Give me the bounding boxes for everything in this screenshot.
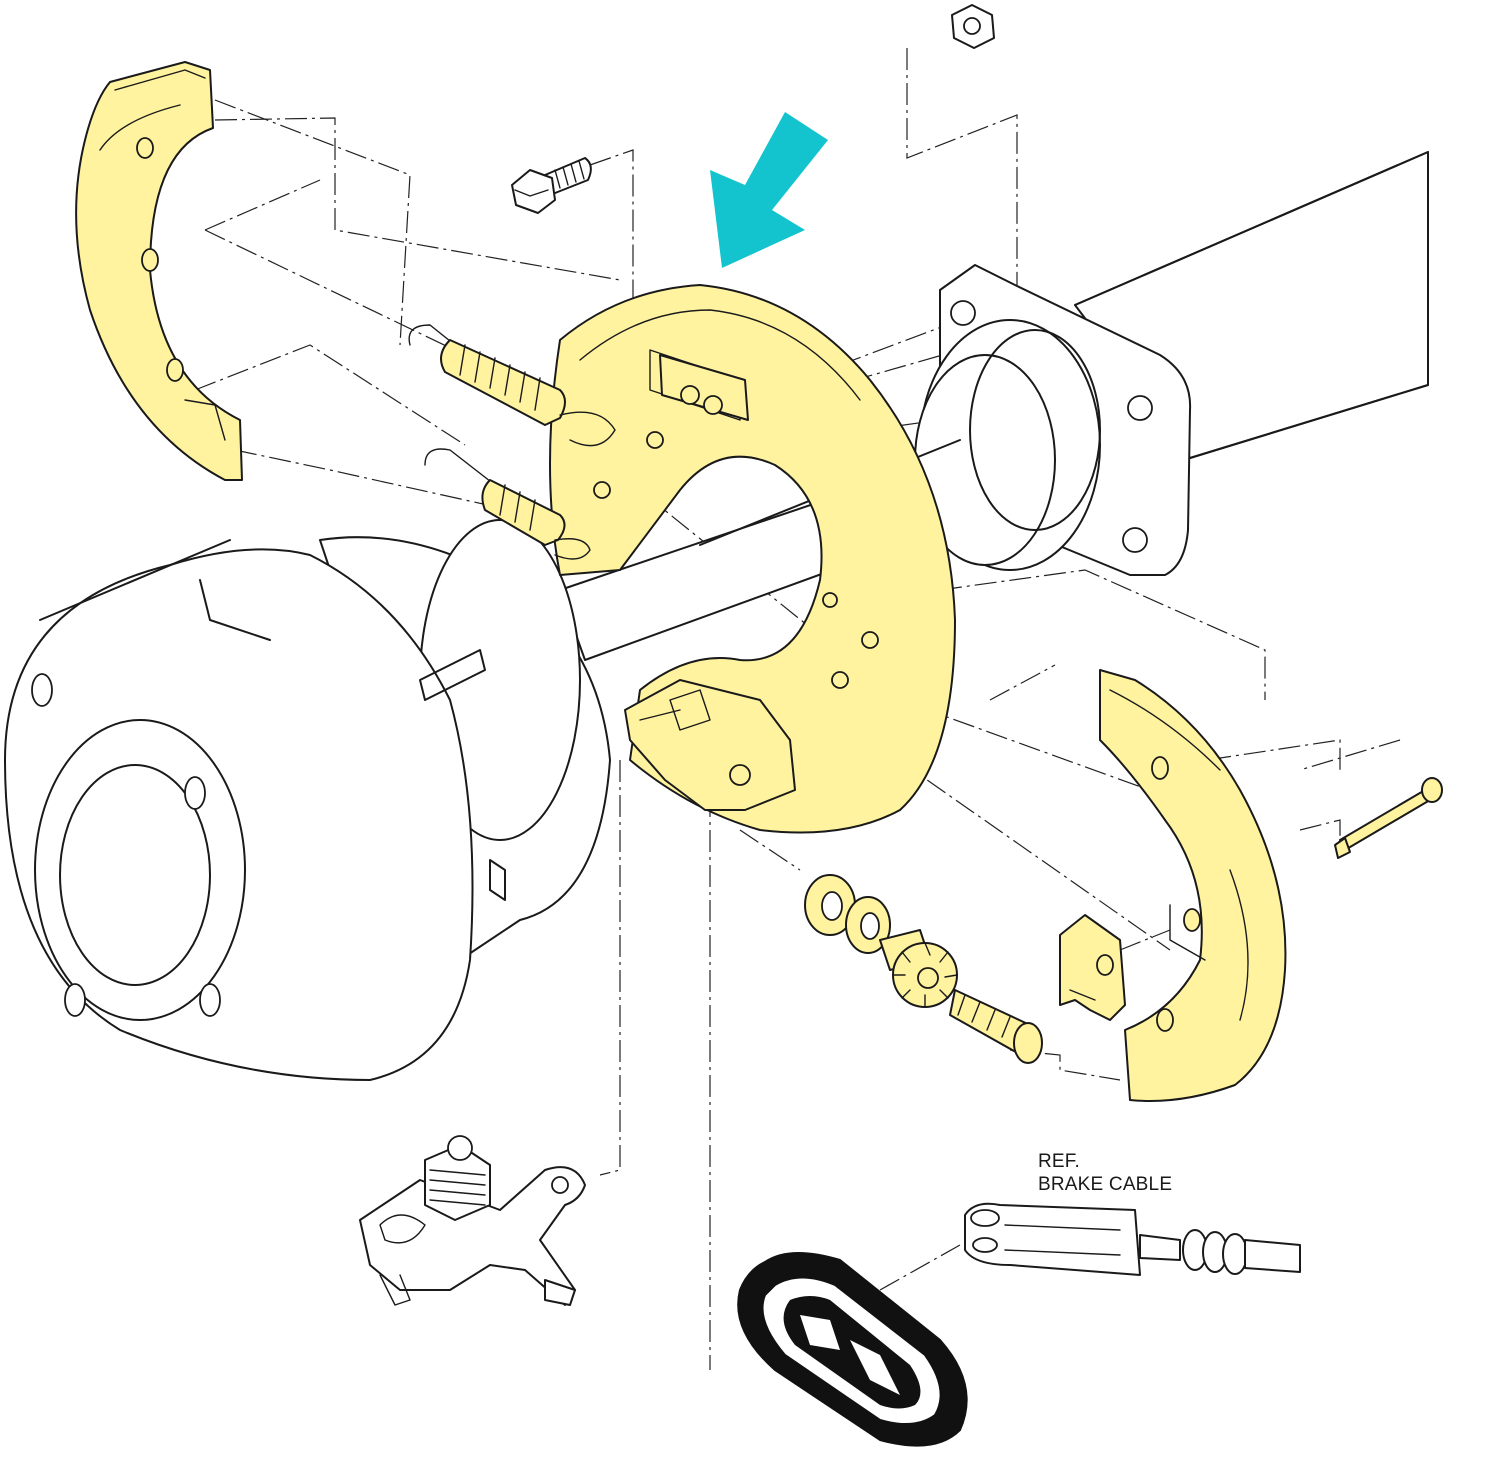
actuator-lever xyxy=(359,1135,586,1306)
hex-nut xyxy=(951,4,995,49)
cotter-pin xyxy=(1334,777,1443,859)
arrow-down-left-icon xyxy=(710,112,828,268)
upper-spring xyxy=(408,324,616,447)
dust-boot xyxy=(737,1251,968,1447)
backing-plate xyxy=(549,284,956,834)
lower-spring xyxy=(424,448,591,560)
callout-brake-cable-text: BRAKE CABLE xyxy=(1038,1174,1172,1195)
brake-cable xyxy=(964,1202,1301,1276)
callout-ref-text: REF. xyxy=(1038,1151,1080,1172)
shoe-clip xyxy=(1059,914,1126,1021)
adjuster-assembly xyxy=(804,874,1043,1064)
brake-drum xyxy=(4,519,611,1081)
axle-flange xyxy=(914,264,1192,576)
hex-bolt xyxy=(511,157,592,214)
brake-shoe-right xyxy=(1099,669,1287,1102)
brake-shoe-left xyxy=(75,61,243,481)
brake-cable-callout: REF. BRAKE CABLE xyxy=(1038,1151,1172,1195)
